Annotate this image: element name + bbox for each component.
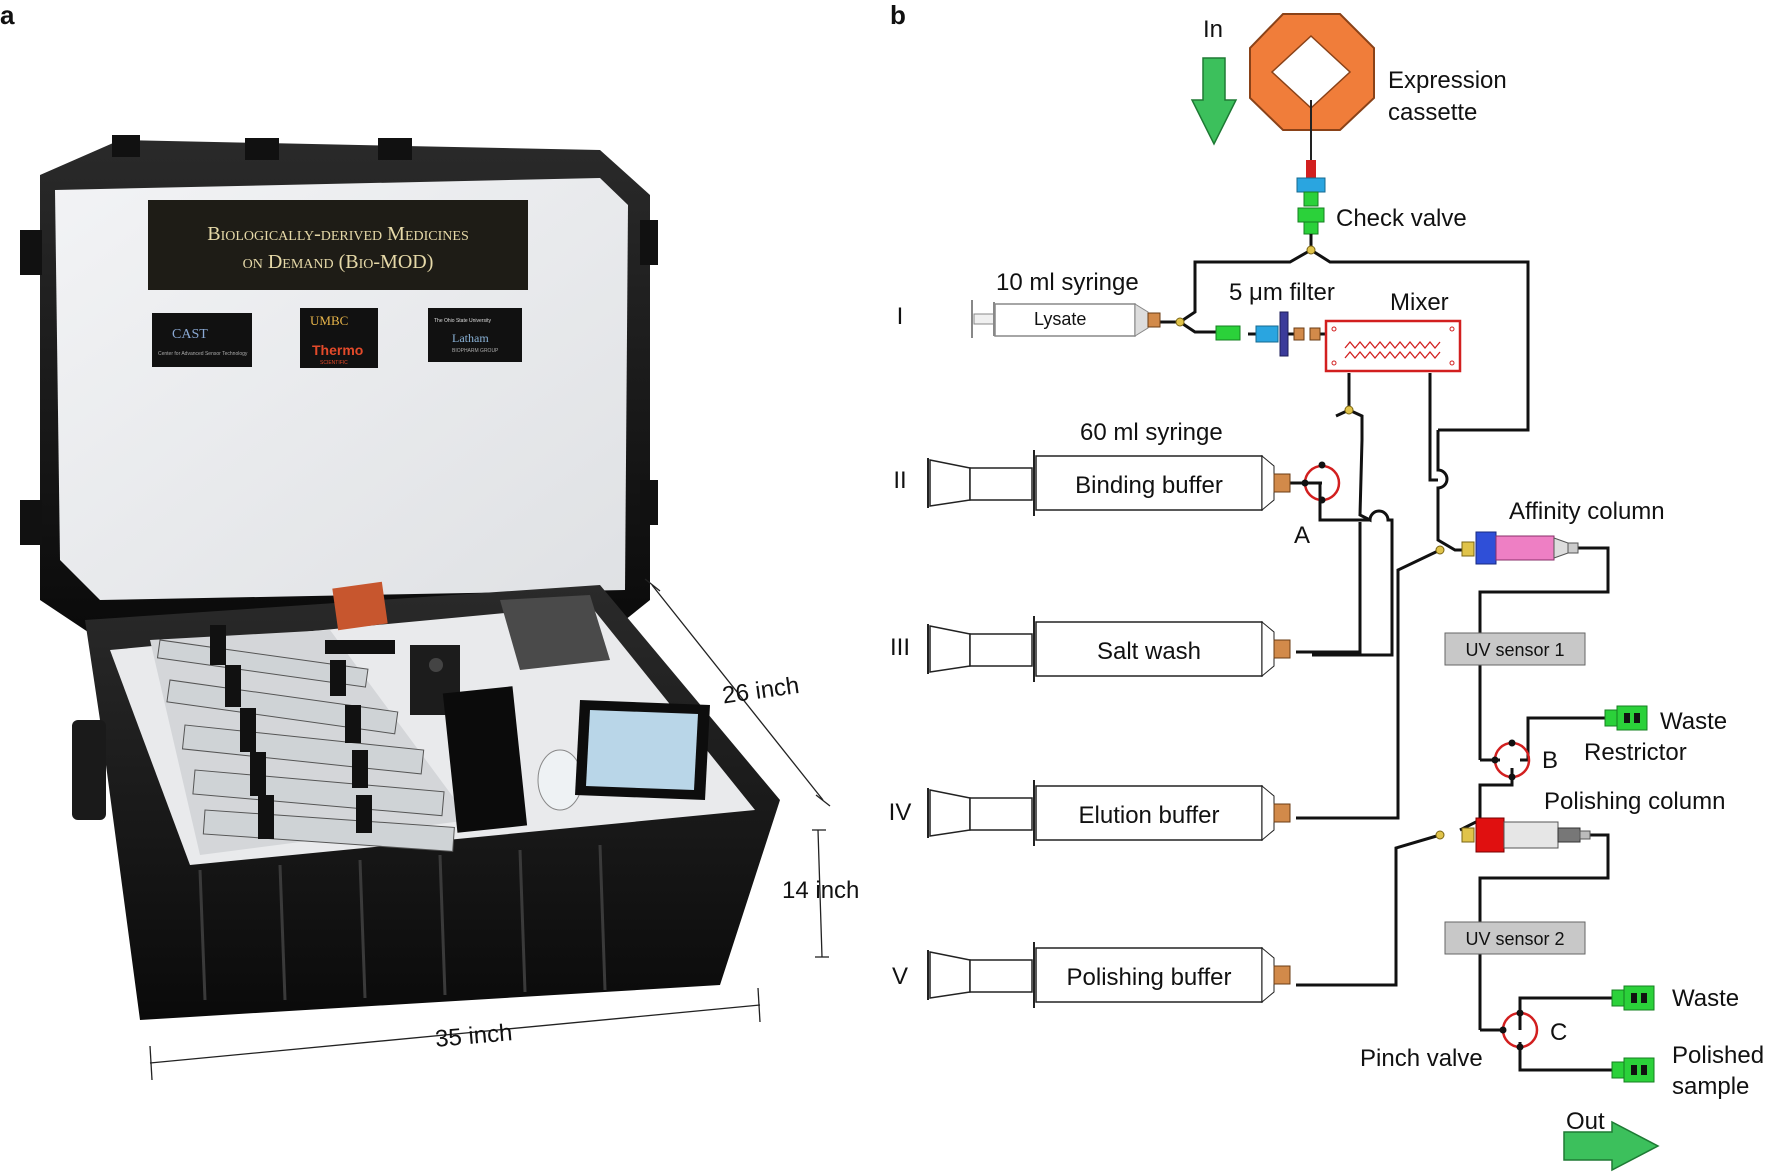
osu-logo-text: The Ohio State University <box>434 318 491 324</box>
out-label: Out <box>1566 1108 1605 1135</box>
banner-line2: on Demand (Bio-MOD) <box>243 251 434 273</box>
dimension-width: 35 inch <box>434 1019 513 1053</box>
polished-sample-label-1: Polished <box>1672 1042 1764 1069</box>
uv-sensor-1 <box>1444 632 1586 666</box>
uv-sensor-1-label: UV sensor 1 <box>1465 640 1564 660</box>
mixer-label: Mixer <box>1390 289 1449 316</box>
thermo-logo-text: Thermo <box>312 342 363 358</box>
row-numeral-4: IV <box>889 799 912 826</box>
syringe-binding-buffer <box>927 450 1291 516</box>
photo-cassette-stand <box>325 640 395 654</box>
pinch-valve-b <box>1491 739 1531 781</box>
photo-tablet-screen <box>586 710 698 790</box>
expression-cassette <box>1249 13 1375 160</box>
expression-cassette-label-2: cassette <box>1388 99 1477 126</box>
photo-valve-block <box>442 686 528 833</box>
syringe-lysate <box>971 300 1161 338</box>
valve-c-label: C <box>1550 1019 1567 1046</box>
in-arrow <box>1190 57 1238 146</box>
expression-cassette-label-1: Expression <box>1388 67 1507 94</box>
syringe-binding-buffer-content: Binding buffer <box>1075 472 1223 499</box>
lid-latch <box>112 135 140 157</box>
umbc-logo-text: UMBC <box>310 313 348 328</box>
syringe-polishing-buffer <box>927 942 1291 1008</box>
restrictor-label: Restrictor <box>1584 739 1687 766</box>
filter-label: 5 μm filter <box>1229 279 1335 306</box>
case-handle <box>72 720 106 820</box>
waste-1-connector <box>1604 705 1648 731</box>
in-label: In <box>1203 16 1223 43</box>
check-valve <box>1296 160 1326 235</box>
photo-uv-box <box>500 595 610 670</box>
lid-hinge <box>20 500 42 545</box>
banner-line1: Biologically-derived Medicines <box>207 223 468 245</box>
valve-b-label: B <box>1542 747 1558 774</box>
pinch-valve-c <box>1499 1009 1539 1051</box>
case-ribs <box>198 844 607 1001</box>
out-arrow <box>1563 1120 1660 1172</box>
mixer <box>1324 319 1462 373</box>
cast-logo-sub: Center for Advanced Sensor Technology <box>158 351 248 357</box>
row-numeral-3: III <box>890 634 910 661</box>
lid-hinge <box>640 220 658 265</box>
waste-2-label: Waste <box>1672 985 1739 1012</box>
project-banner <box>148 200 528 290</box>
cast-logo-text: CAST <box>172 327 208 342</box>
cast-logo <box>152 313 252 367</box>
dimension-height: 14 inch <box>782 877 859 904</box>
umbc-thermo-logo <box>300 308 378 368</box>
affinity-column-label: Affinity column <box>1509 498 1665 525</box>
filter-5um <box>1215 311 1321 357</box>
latham-logo-text: Latham <box>452 331 489 345</box>
waste-1-label: Waste <box>1660 708 1727 735</box>
waste-2-connector <box>1611 985 1655 1011</box>
syringe-salt-wash <box>927 616 1291 682</box>
latham-logo-sub: BIOPHARM GROUP <box>452 348 499 354</box>
syringe-polishing-buffer-content: Polishing buffer <box>1067 964 1232 991</box>
osu-latham-logo <box>428 308 522 362</box>
syringe-60ml-label: 60 ml syringe <box>1080 419 1223 446</box>
syringe-lysate-content: Lysate <box>1034 309 1086 329</box>
photo-knob <box>429 658 443 672</box>
lid-latch <box>245 138 279 160</box>
thermo-logo-sub: SCIENTIFIC <box>320 360 348 366</box>
y-connectors <box>1175 245 1445 840</box>
lid-hinge <box>640 480 658 525</box>
row-numeral-5: V <box>892 963 908 990</box>
affinity-column <box>1461 531 1579 565</box>
syringe-pumps <box>156 625 455 852</box>
syringe-salt-wash-content: Salt wash <box>1097 638 1201 665</box>
row-numeral-1: I <box>897 303 904 330</box>
check-valve-label: Check valve <box>1336 205 1467 232</box>
uv-sensor-2 <box>1444 921 1586 955</box>
polishing-column-label: Polishing column <box>1544 788 1725 815</box>
lid-hinge <box>20 230 42 275</box>
polishing-column <box>1461 817 1591 853</box>
row-numeral-2: II <box>893 467 906 494</box>
photo-expression-cassette <box>332 581 388 631</box>
polished-sample-label-2: sample <box>1672 1073 1749 1100</box>
panel-a-label: a <box>0 0 15 30</box>
photo-beaker <box>537 749 583 811</box>
pinch-valve-a <box>1301 461 1341 504</box>
polished-sample-connector <box>1611 1057 1655 1083</box>
syringe-elution-buffer-content: Elution buffer <box>1079 802 1220 829</box>
lid-latch <box>378 138 412 160</box>
syringe-10ml-label: 10 ml syringe <box>996 269 1139 296</box>
dimension-depth: 26 inch <box>721 672 801 710</box>
syringe-elution-buffer <box>927 780 1291 846</box>
uv-sensor-2-label: UV sensor 2 <box>1465 929 1564 949</box>
panel-b-label: b <box>890 0 906 30</box>
dimension-lines <box>149 578 831 1081</box>
bio-mod-case-photo: Biologically-derived Medicines on Demand… <box>20 135 780 1020</box>
valve-a-label: A <box>1294 522 1310 549</box>
pinch-valve-label: Pinch valve <box>1360 1045 1483 1072</box>
